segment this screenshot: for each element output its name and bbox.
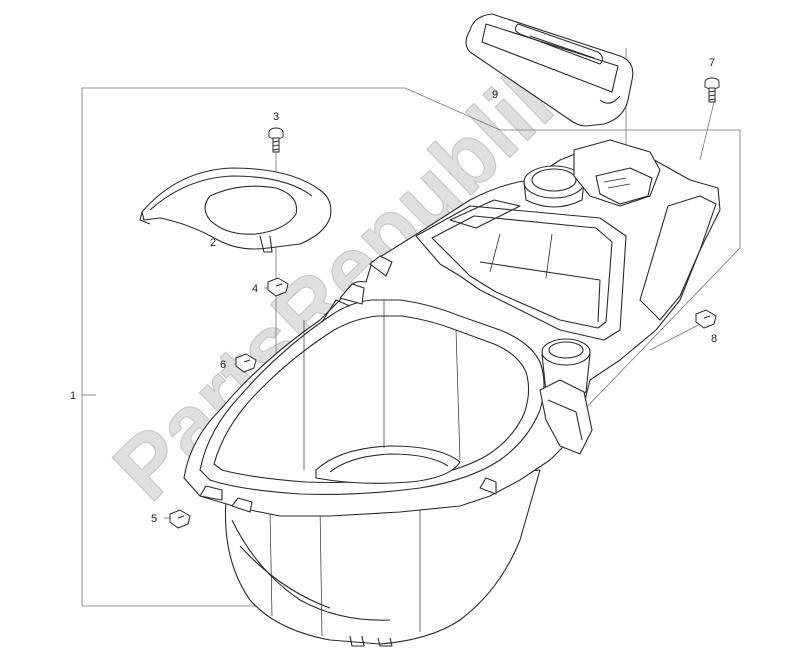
part-1-helmet-compartment: [183, 139, 721, 647]
part-3-screw: [268, 127, 284, 153]
part-2-cover: [139, 167, 332, 253]
callout-8: 8: [711, 333, 717, 345]
callout-3: 3: [273, 111, 279, 123]
leader-8: [649, 319, 709, 351]
callout-1: 1: [70, 390, 76, 402]
part-6-nut: [235, 353, 257, 373]
callout-6: 6: [220, 359, 226, 371]
callouts: 1 2 3 4 5 6 7 8 9: [70, 57, 717, 525]
callout-7: 7: [709, 57, 715, 69]
part-8-nut: [695, 309, 717, 329]
callout-5: 5: [151, 513, 157, 525]
callout-2: 2: [210, 237, 216, 249]
part-7-screw: [704, 77, 720, 103]
part-4-nut: [267, 277, 289, 297]
bracket-1: [81, 87, 741, 607]
callout-9: 9: [492, 89, 498, 101]
callout-4: 4: [252, 283, 258, 295]
part-9-lid: [465, 13, 634, 127]
leader-7: [699, 101, 715, 161]
part-5-nut: [169, 509, 191, 529]
